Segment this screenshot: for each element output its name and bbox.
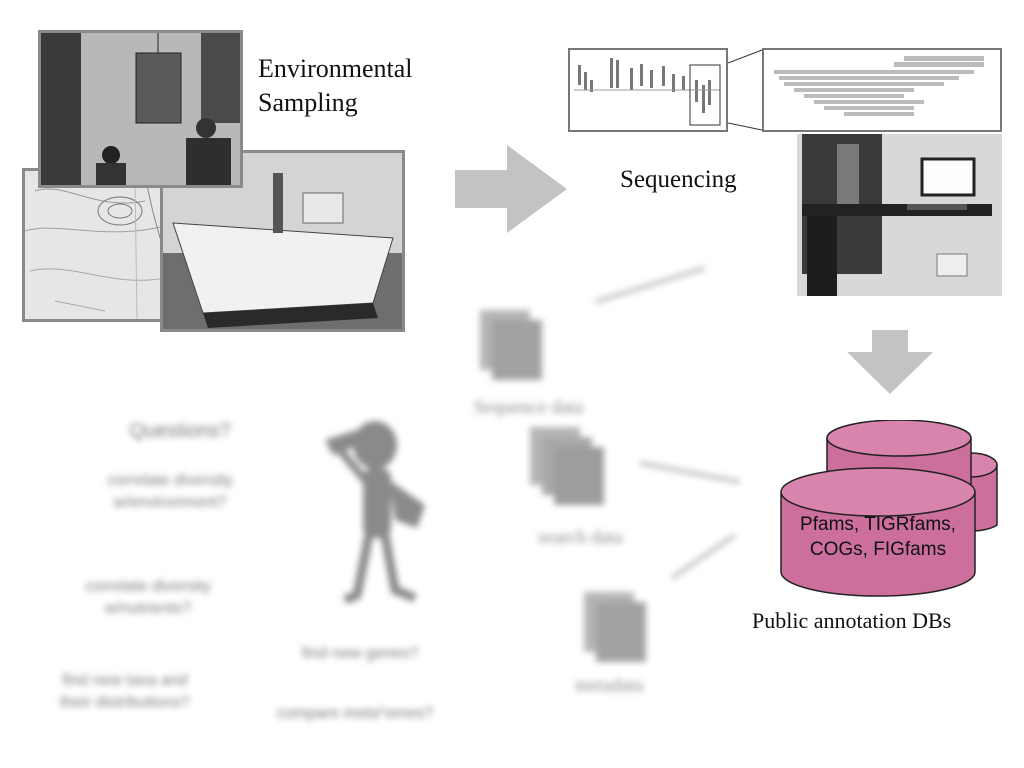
sequencing-label: Sequencing	[620, 166, 737, 193]
map-photo	[22, 168, 172, 322]
rosette-deployment-image	[41, 33, 240, 185]
rosette-sampler-photo	[38, 30, 243, 188]
metadata-label: metadata	[575, 675, 644, 696]
alignment-plot-image	[574, 58, 721, 126]
zoom-connector-lines	[728, 49, 763, 131]
thinking-person-icon	[325, 421, 425, 605]
data-connector-lines	[594, 266, 741, 580]
read-alignment-detail	[762, 48, 1002, 132]
search-data-docs-icon	[530, 427, 604, 505]
question-taxa: find new taxa and their distributions?	[30, 670, 220, 714]
search-data-label: search data	[538, 527, 623, 548]
question-nutrients: correlate diversity w/nutrients?	[58, 576, 238, 620]
database-names-line1: Pfams, TIGRfams,	[800, 514, 956, 535]
question-genes: find new genes?	[301, 645, 419, 662]
blurred-analysis-region: Sequence data search data metadata Quest…	[0, 250, 1024, 768]
question-env-line1: correlate diversity	[107, 472, 233, 489]
metadata-docs-icon	[584, 592, 646, 662]
sequence-data-label: Sequence data	[474, 397, 584, 418]
question-taxa-line2: their distributions?	[60, 694, 190, 711]
question-compare: compare meta*omes?	[276, 705, 434, 722]
sampling-title: Environmental Sampling	[258, 52, 413, 120]
question-taxa-line1: find new taxa and	[62, 672, 188, 689]
sampling-title-line2: Sampling	[258, 88, 358, 117]
contour-map-image	[25, 171, 169, 319]
sampling-title-line1: Environmental	[258, 54, 413, 83]
question-nutrients-line1: correlate diversity	[85, 578, 211, 595]
alignment-detail-image	[774, 56, 984, 116]
database-names-line2: COGs, FIGfams	[809, 539, 947, 560]
annotation-database-cylinders	[780, 420, 998, 597]
sequencer-photo	[797, 134, 1002, 296]
sequence-data-docs-icon	[480, 310, 542, 380]
read-alignment-overview	[568, 48, 728, 132]
sequencing-machine-image	[797, 134, 1002, 296]
question-env: correlate diversity w/environment?	[80, 470, 260, 514]
questions-header: Questions?	[129, 420, 231, 442]
database-names: Pfams, TIGRfams, COGs, FIGfams	[768, 512, 988, 562]
down-arrow-icon	[847, 330, 933, 394]
right-arrow-icon	[455, 145, 567, 233]
question-nutrients-line2: w/nutrients?	[104, 600, 192, 617]
question-env-line2: w/environment?	[113, 494, 227, 511]
public-annotation-caption: Public annotation DBs	[752, 608, 952, 633]
